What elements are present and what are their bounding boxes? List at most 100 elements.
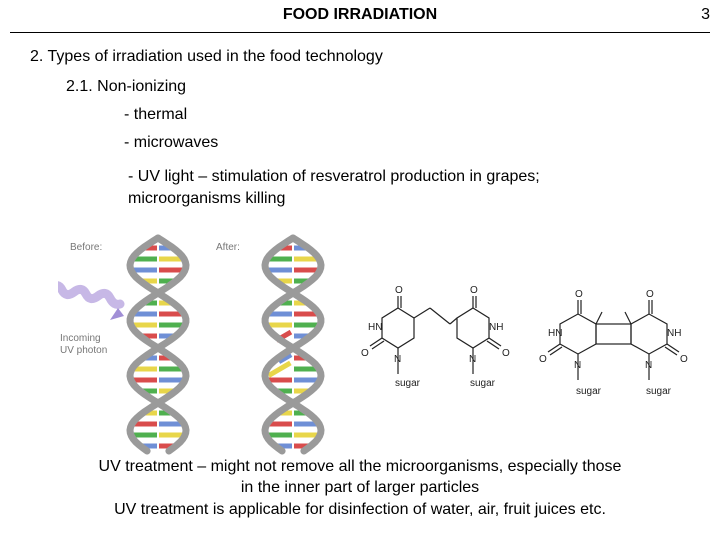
- dna-base-pair: [159, 377, 186, 383]
- dna-base-pair: [294, 432, 321, 438]
- oxygen-label: O: [361, 348, 369, 359]
- oxygen-label: O: [395, 285, 403, 296]
- dna-base-pair: [277, 245, 292, 251]
- oxygen-label: O: [539, 354, 547, 365]
- dna-base-pair: [159, 322, 186, 328]
- nh-label: NH: [489, 322, 503, 333]
- dna-base-pair: [294, 410, 309, 416]
- sugar-label: sugar: [576, 386, 602, 397]
- section-heading: 2. Types of irradiation used in the food…: [30, 48, 383, 65]
- uv-note-line2: in the inner part of larger particles: [240, 479, 480, 496]
- dna-base-pair: [131, 256, 157, 262]
- dna-base-pair: [294, 377, 321, 383]
- before-label: Before:: [70, 242, 102, 253]
- dna-base-pair: [140, 388, 157, 394]
- dna-base-pair: [294, 256, 320, 262]
- dna-base-pair: [294, 245, 309, 251]
- dna-base-pair: [159, 311, 185, 317]
- dna-base-pair: [159, 388, 176, 394]
- dna-base-pair: [159, 366, 185, 372]
- dna-helix-after: [261, 234, 325, 455]
- sugar-label: sugar: [395, 378, 421, 389]
- dna-base-pair: [294, 355, 309, 361]
- dna-base-pair: [159, 333, 176, 339]
- dna-base-pair: [265, 432, 292, 438]
- header-divider: [10, 32, 710, 33]
- thymine-pair-structure: [369, 296, 502, 374]
- page-number: 3: [701, 6, 710, 23]
- oxygen-label: O: [470, 285, 478, 296]
- slide-title: FOOD IRRADIATION: [282, 6, 438, 23]
- uv-note-line3: UV treatment is applicable for disinfect…: [114, 501, 606, 518]
- dna-base-pair: [294, 267, 321, 273]
- oxygen-label: O: [680, 354, 688, 365]
- incoming-label: Incoming: [60, 333, 101, 344]
- hn-label: HN: [548, 328, 562, 339]
- nitrogen-label: N: [645, 360, 652, 371]
- nh-label: NH: [667, 328, 681, 339]
- dna-base-pair: [130, 432, 157, 438]
- uv-photon-arrowhead-icon: [110, 308, 124, 320]
- thymine-dimer-structure: [547, 300, 680, 380]
- dna-base-pair: [294, 388, 311, 394]
- dna-backbone: [261, 234, 325, 455]
- sugar-label: sugar: [470, 378, 496, 389]
- uv-dna-damage-figure: Before: After: Incoming UV photon O O HN…: [58, 234, 688, 455]
- dna-base-pair: [159, 410, 174, 416]
- dna-base-pair: [277, 352, 293, 364]
- dna-base-pair: [267, 360, 292, 378]
- list-item-microwaves: - microwaves: [124, 134, 219, 151]
- dna-base-pair: [277, 410, 292, 416]
- dna-base-pair: [131, 421, 157, 427]
- dna-base-pair: [294, 421, 320, 427]
- dna-base-pair: [159, 256, 185, 262]
- dna-base-pair: [142, 410, 157, 416]
- list-item-thermal: - thermal: [124, 106, 188, 123]
- dna-base-pair: [294, 333, 311, 339]
- dna-base-pair: [275, 388, 292, 394]
- dna-base-pair: [140, 443, 157, 449]
- dna-base-pair: [142, 245, 157, 251]
- dna-base-pair: [265, 322, 292, 328]
- oxygen-label: O: [502, 348, 510, 359]
- dna-base-pair: [294, 366, 320, 372]
- dna-base-pair: [265, 377, 292, 383]
- dna-base-pair: [275, 443, 292, 449]
- hn-label: HN: [368, 322, 382, 333]
- dna-base-pair: [140, 278, 157, 284]
- dna-base-pair: [294, 278, 311, 284]
- list-item-uv-line2: microorganisms killing: [128, 190, 286, 207]
- dna-base-pair: [131, 366, 157, 372]
- dna-base-pair: [159, 432, 186, 438]
- dna-base-pair: [159, 443, 176, 449]
- uv-photon-label: UV photon: [60, 345, 107, 356]
- uv-photon-arrow-icon: [58, 281, 125, 309]
- dna-base-pair: [140, 333, 157, 339]
- dna-base-pair: [294, 443, 311, 449]
- dna-base-pair: [130, 377, 157, 383]
- dna-helix-before: [126, 234, 190, 455]
- dna-base-pair: [159, 278, 176, 284]
- subsection-heading: 2.1. Non-ionizing: [66, 78, 187, 95]
- dna-backbone: [126, 234, 190, 455]
- dna-backbone: [261, 234, 325, 455]
- dna-base-pair: [159, 355, 174, 361]
- uv-note-line1: UV treatment – might not remove all the …: [98, 458, 622, 475]
- dna-base-pair: [159, 300, 174, 306]
- dna-base-pair: [130, 267, 157, 273]
- nitrogen-label: N: [394, 354, 401, 365]
- dna-base-pair: [294, 311, 320, 317]
- dna-base-pair: [266, 311, 292, 317]
- dna-base-pair: [277, 300, 292, 306]
- nitrogen-label: N: [574, 360, 581, 371]
- dna-base-pair: [142, 300, 157, 306]
- dna-base-pair: [159, 267, 186, 273]
- after-label: After:: [216, 242, 240, 253]
- dna-base-pair: [275, 278, 292, 284]
- dna-base-pair: [159, 421, 185, 427]
- dna-base-pair: [131, 311, 157, 317]
- dna-base-pair: [294, 300, 309, 306]
- dna-base-pair: [142, 355, 157, 361]
- nitrogen-label: N: [469, 354, 476, 365]
- oxygen-label: O: [575, 289, 583, 300]
